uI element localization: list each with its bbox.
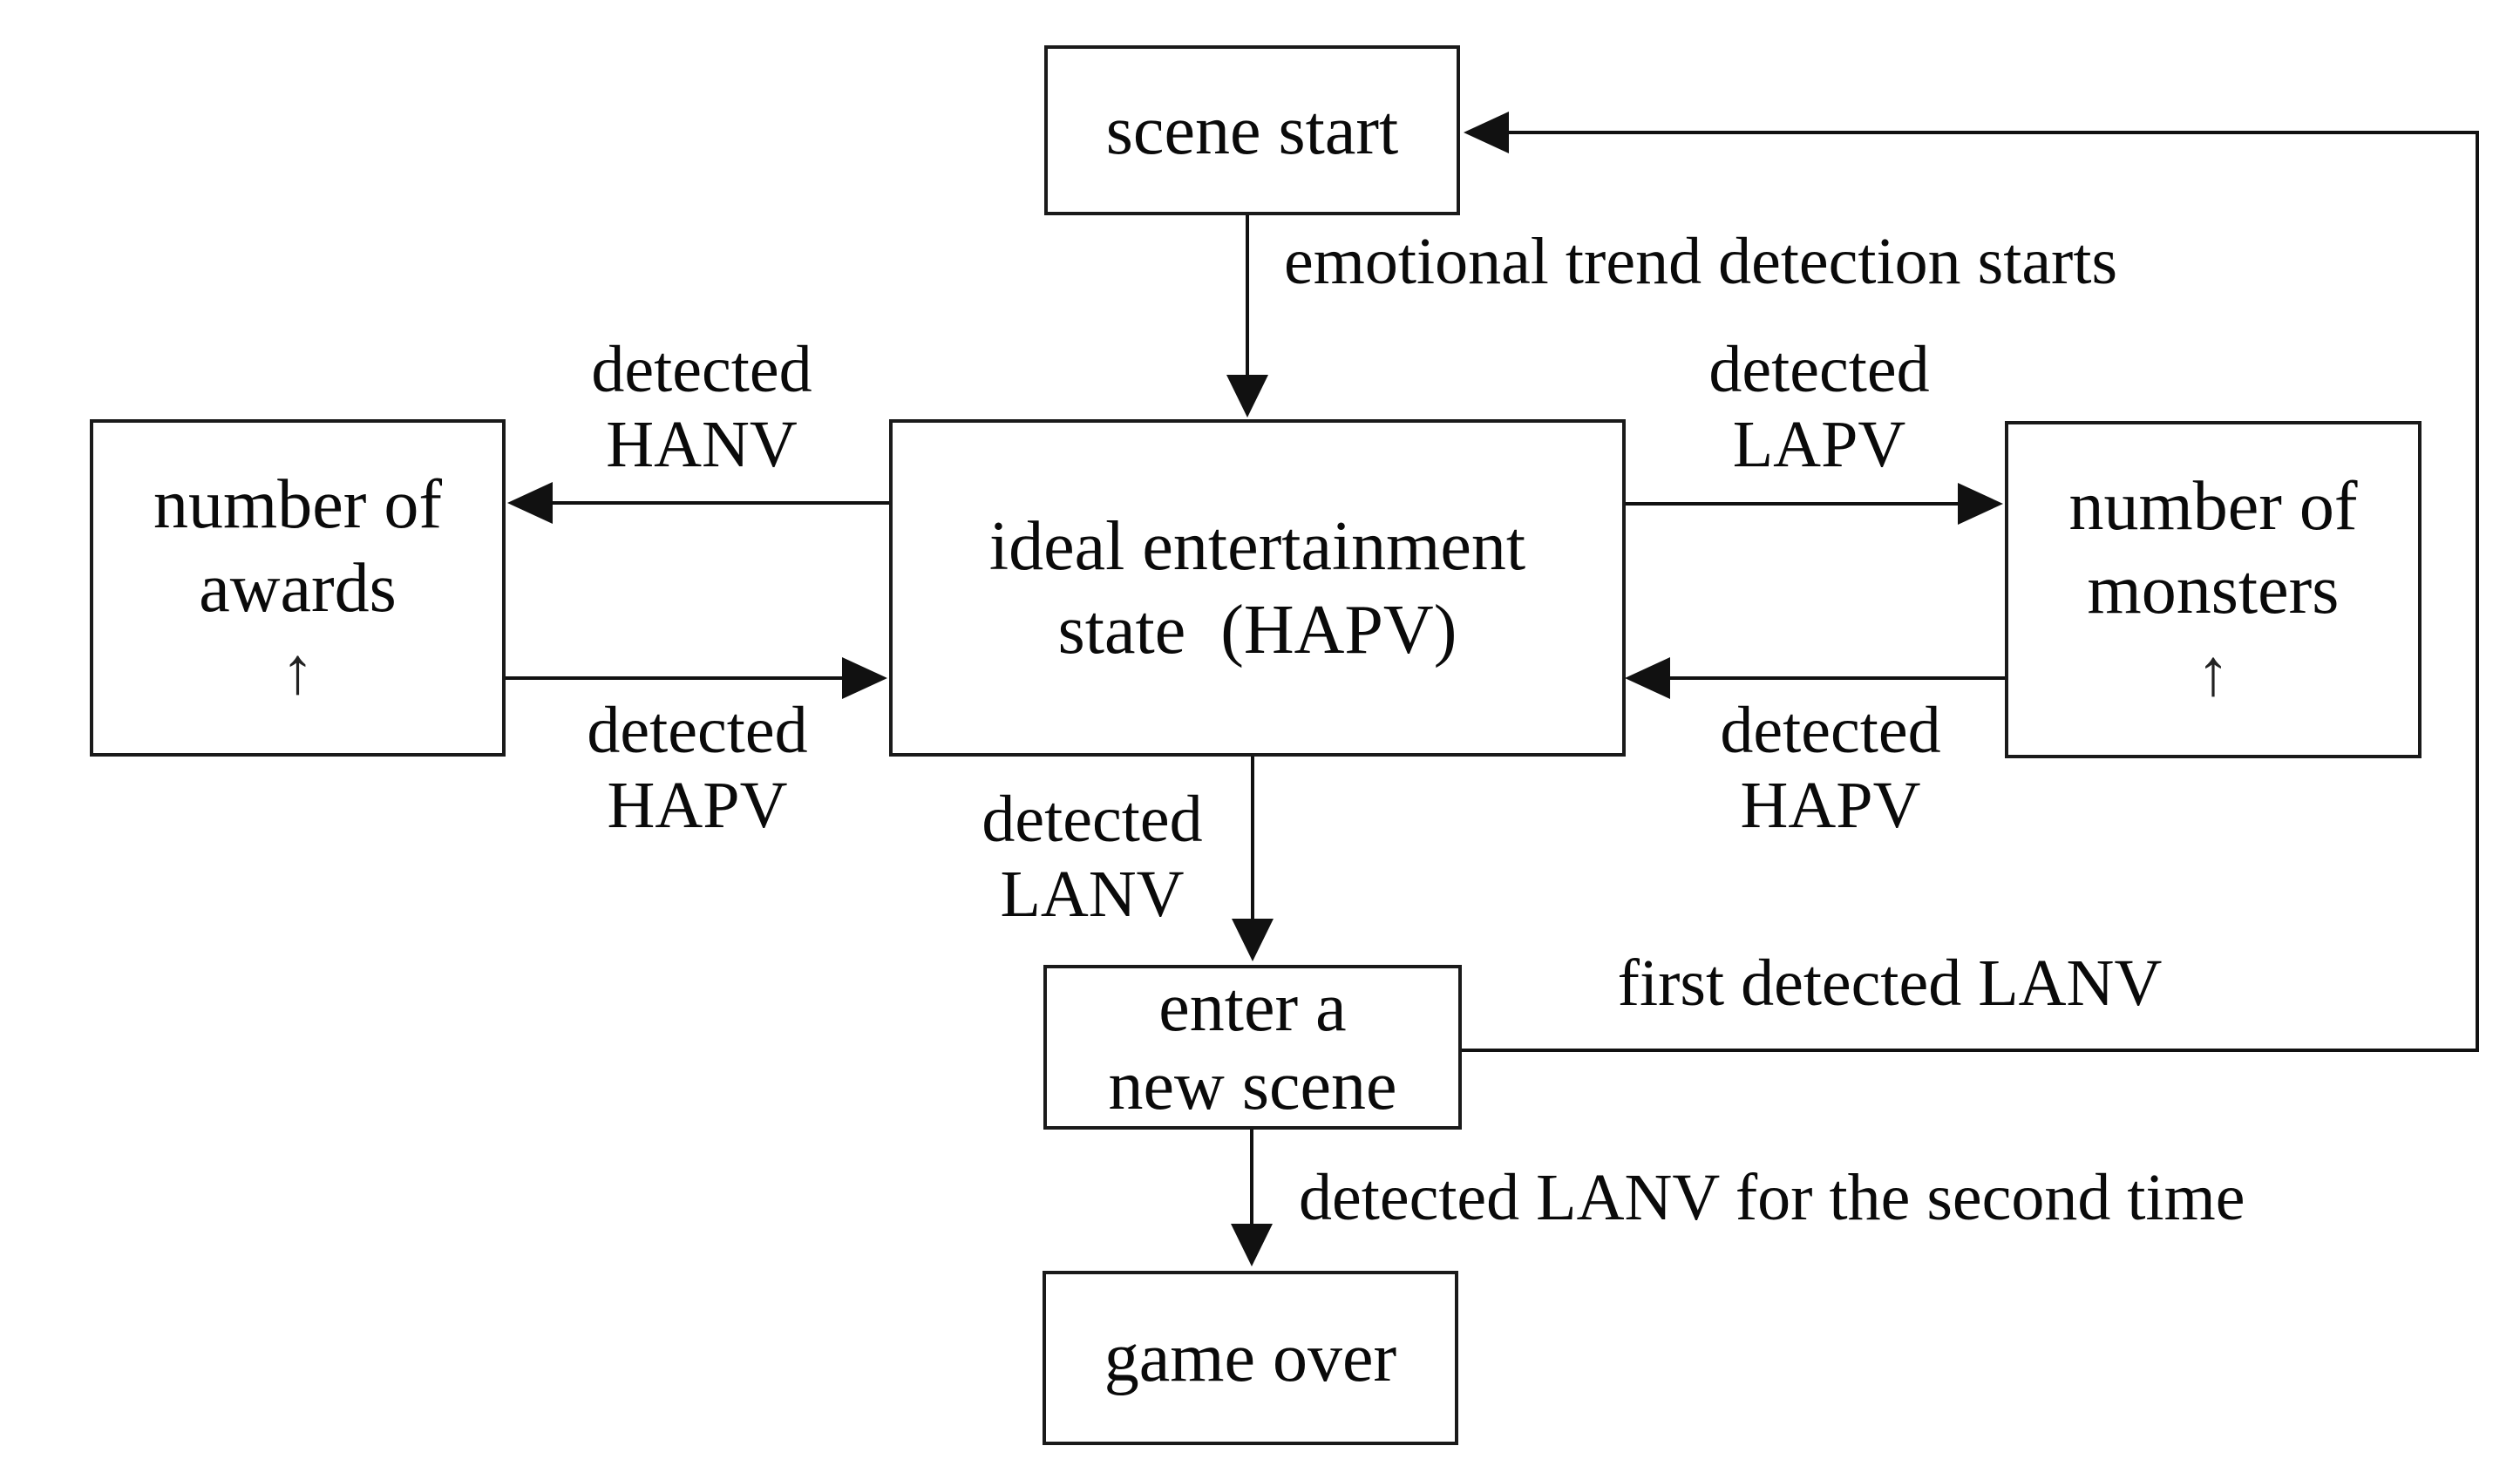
edge-start-to-ideal [1226,215,1268,417]
node-game-over: game over [1043,1271,1458,1445]
node-number-of-awards: number of awards ↑ [90,419,506,757]
label-detected-lanv: detected LANV [982,783,1203,931]
monsters-up-arrow-icon: ↑ [2197,636,2230,709]
edge-enter-to-game-over [1231,1130,1273,1266]
node-number-of-awards-label: number of awards [153,466,442,627]
node-scene-start: scene start [1044,45,1460,215]
label-emotional-trend-detection-starts: emotional trend detection starts [1284,225,2118,298]
node-ideal-entertainment-state: ideal entertainment state (HAPV) [889,419,1626,757]
label-first-detected-lanv: first detected LANV [1617,947,2163,1020]
label-detected-lanv-second-time: detected LANV for the second time [1299,1161,2245,1234]
label-detected-hanv: detected HANV [591,333,812,481]
node-scene-start-label: scene start [1105,92,1399,169]
node-game-over-label: game over [1104,1320,1397,1396]
edge-monsters-to-ideal [1625,657,2005,699]
label-detected-lapv: detected LAPV [1708,333,1930,481]
edge-awards-to-ideal [506,657,887,699]
node-number-of-monsters: number of monsters ↑ [2005,421,2422,758]
node-enter-a-new-scene: enter a new scene [1043,965,1462,1130]
label-detected-hapv-left: detected HAPV [587,694,808,842]
edge-ideal-to-monsters [1621,483,2003,525]
node-enter-a-new-scene-label: enter a new scene [1108,968,1397,1124]
awards-up-arrow-icon: ↑ [281,635,315,708]
edge-ideal-to-awards [507,482,889,524]
node-ideal-entertainment-state-label: ideal entertainment state (HAPV) [988,507,1526,669]
node-number-of-monsters-label: number of monsters [2068,468,2358,628]
label-detected-hapv-right: detected HAPV [1720,694,1941,842]
edge-ideal-to-enter [1232,753,1274,961]
